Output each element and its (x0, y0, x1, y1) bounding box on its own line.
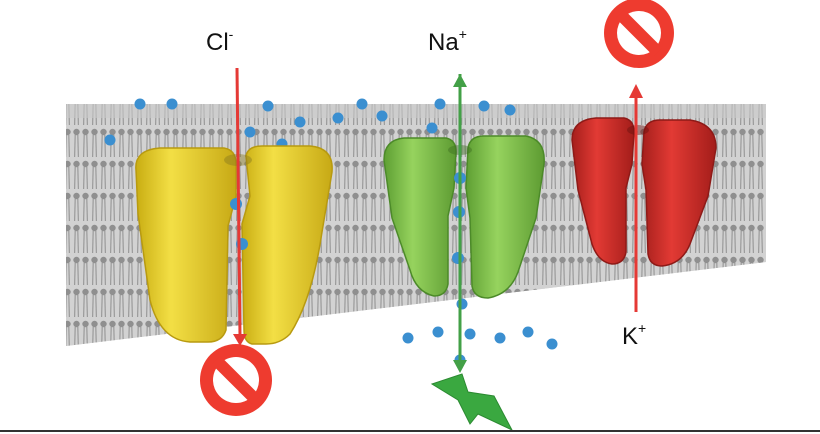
potassium-channel (571, 117, 717, 267)
ion-particle (464, 328, 476, 340)
potassium-arrow-head (629, 84, 643, 98)
chloride-channel-right-half (241, 145, 333, 345)
potassium-label: K+ (622, 320, 647, 351)
ion-particle (356, 98, 368, 110)
prohibited-icon (604, 0, 674, 68)
ion-particle (434, 98, 446, 110)
potassium-charge: + (638, 320, 647, 336)
sodium-arrow-head (453, 360, 467, 373)
chloride-charge: - (228, 26, 234, 42)
ion-particle (456, 298, 468, 310)
bilayer-top-edge (66, 104, 766, 118)
chloride-label: Cl- (206, 26, 234, 57)
sodium-arrow (453, 74, 467, 373)
ion-particle (426, 122, 438, 134)
potassium-arrow (629, 84, 643, 312)
ion-particle (104, 134, 116, 146)
sodium-channel-right-half (465, 135, 545, 299)
ion-particle (478, 100, 490, 112)
chloride-symbol: Cl (206, 29, 229, 56)
sodium-channel (383, 135, 545, 299)
sodium-label: Na+ (428, 26, 467, 57)
ion-particle (452, 252, 464, 264)
intracellular-ions (402, 298, 558, 366)
ion-particle (294, 116, 306, 128)
sodium-channel-left-half (383, 137, 457, 297)
extracellular-ions (104, 98, 516, 166)
ion-particle (546, 338, 558, 350)
sodium-symbol: Na (428, 29, 459, 56)
ion-particle (244, 126, 256, 138)
ion-particle (504, 104, 516, 116)
ion-particle (134, 98, 146, 110)
sodium-charge: + (458, 26, 467, 42)
potassium-symbol: K (622, 323, 639, 350)
potassium-channel-right-half (641, 119, 717, 267)
ion-particle (494, 332, 506, 344)
chloride-arrow (233, 67, 247, 346)
ion-particle (332, 112, 344, 124)
ion-particle (432, 326, 444, 338)
prohibited-icon (200, 344, 272, 416)
ion-particle (402, 332, 414, 344)
chloride-channel-left-half (135, 147, 237, 343)
ion-particle (262, 100, 274, 112)
potassium-channel-pore (627, 125, 649, 135)
chloride-arrow-shaft (235, 67, 242, 337)
ion-particle (376, 110, 388, 122)
ion-particle (166, 98, 178, 110)
lightning-bolt-icon (430, 373, 514, 432)
chloride-channel (135, 145, 333, 345)
bottom-divider (0, 430, 820, 432)
chloride-arrow-head (233, 334, 247, 346)
sodium-arrow-tail-head (453, 74, 467, 87)
ion-particle (230, 198, 242, 210)
ion-particle (522, 326, 534, 338)
potassium-channel-left-half (571, 117, 635, 265)
